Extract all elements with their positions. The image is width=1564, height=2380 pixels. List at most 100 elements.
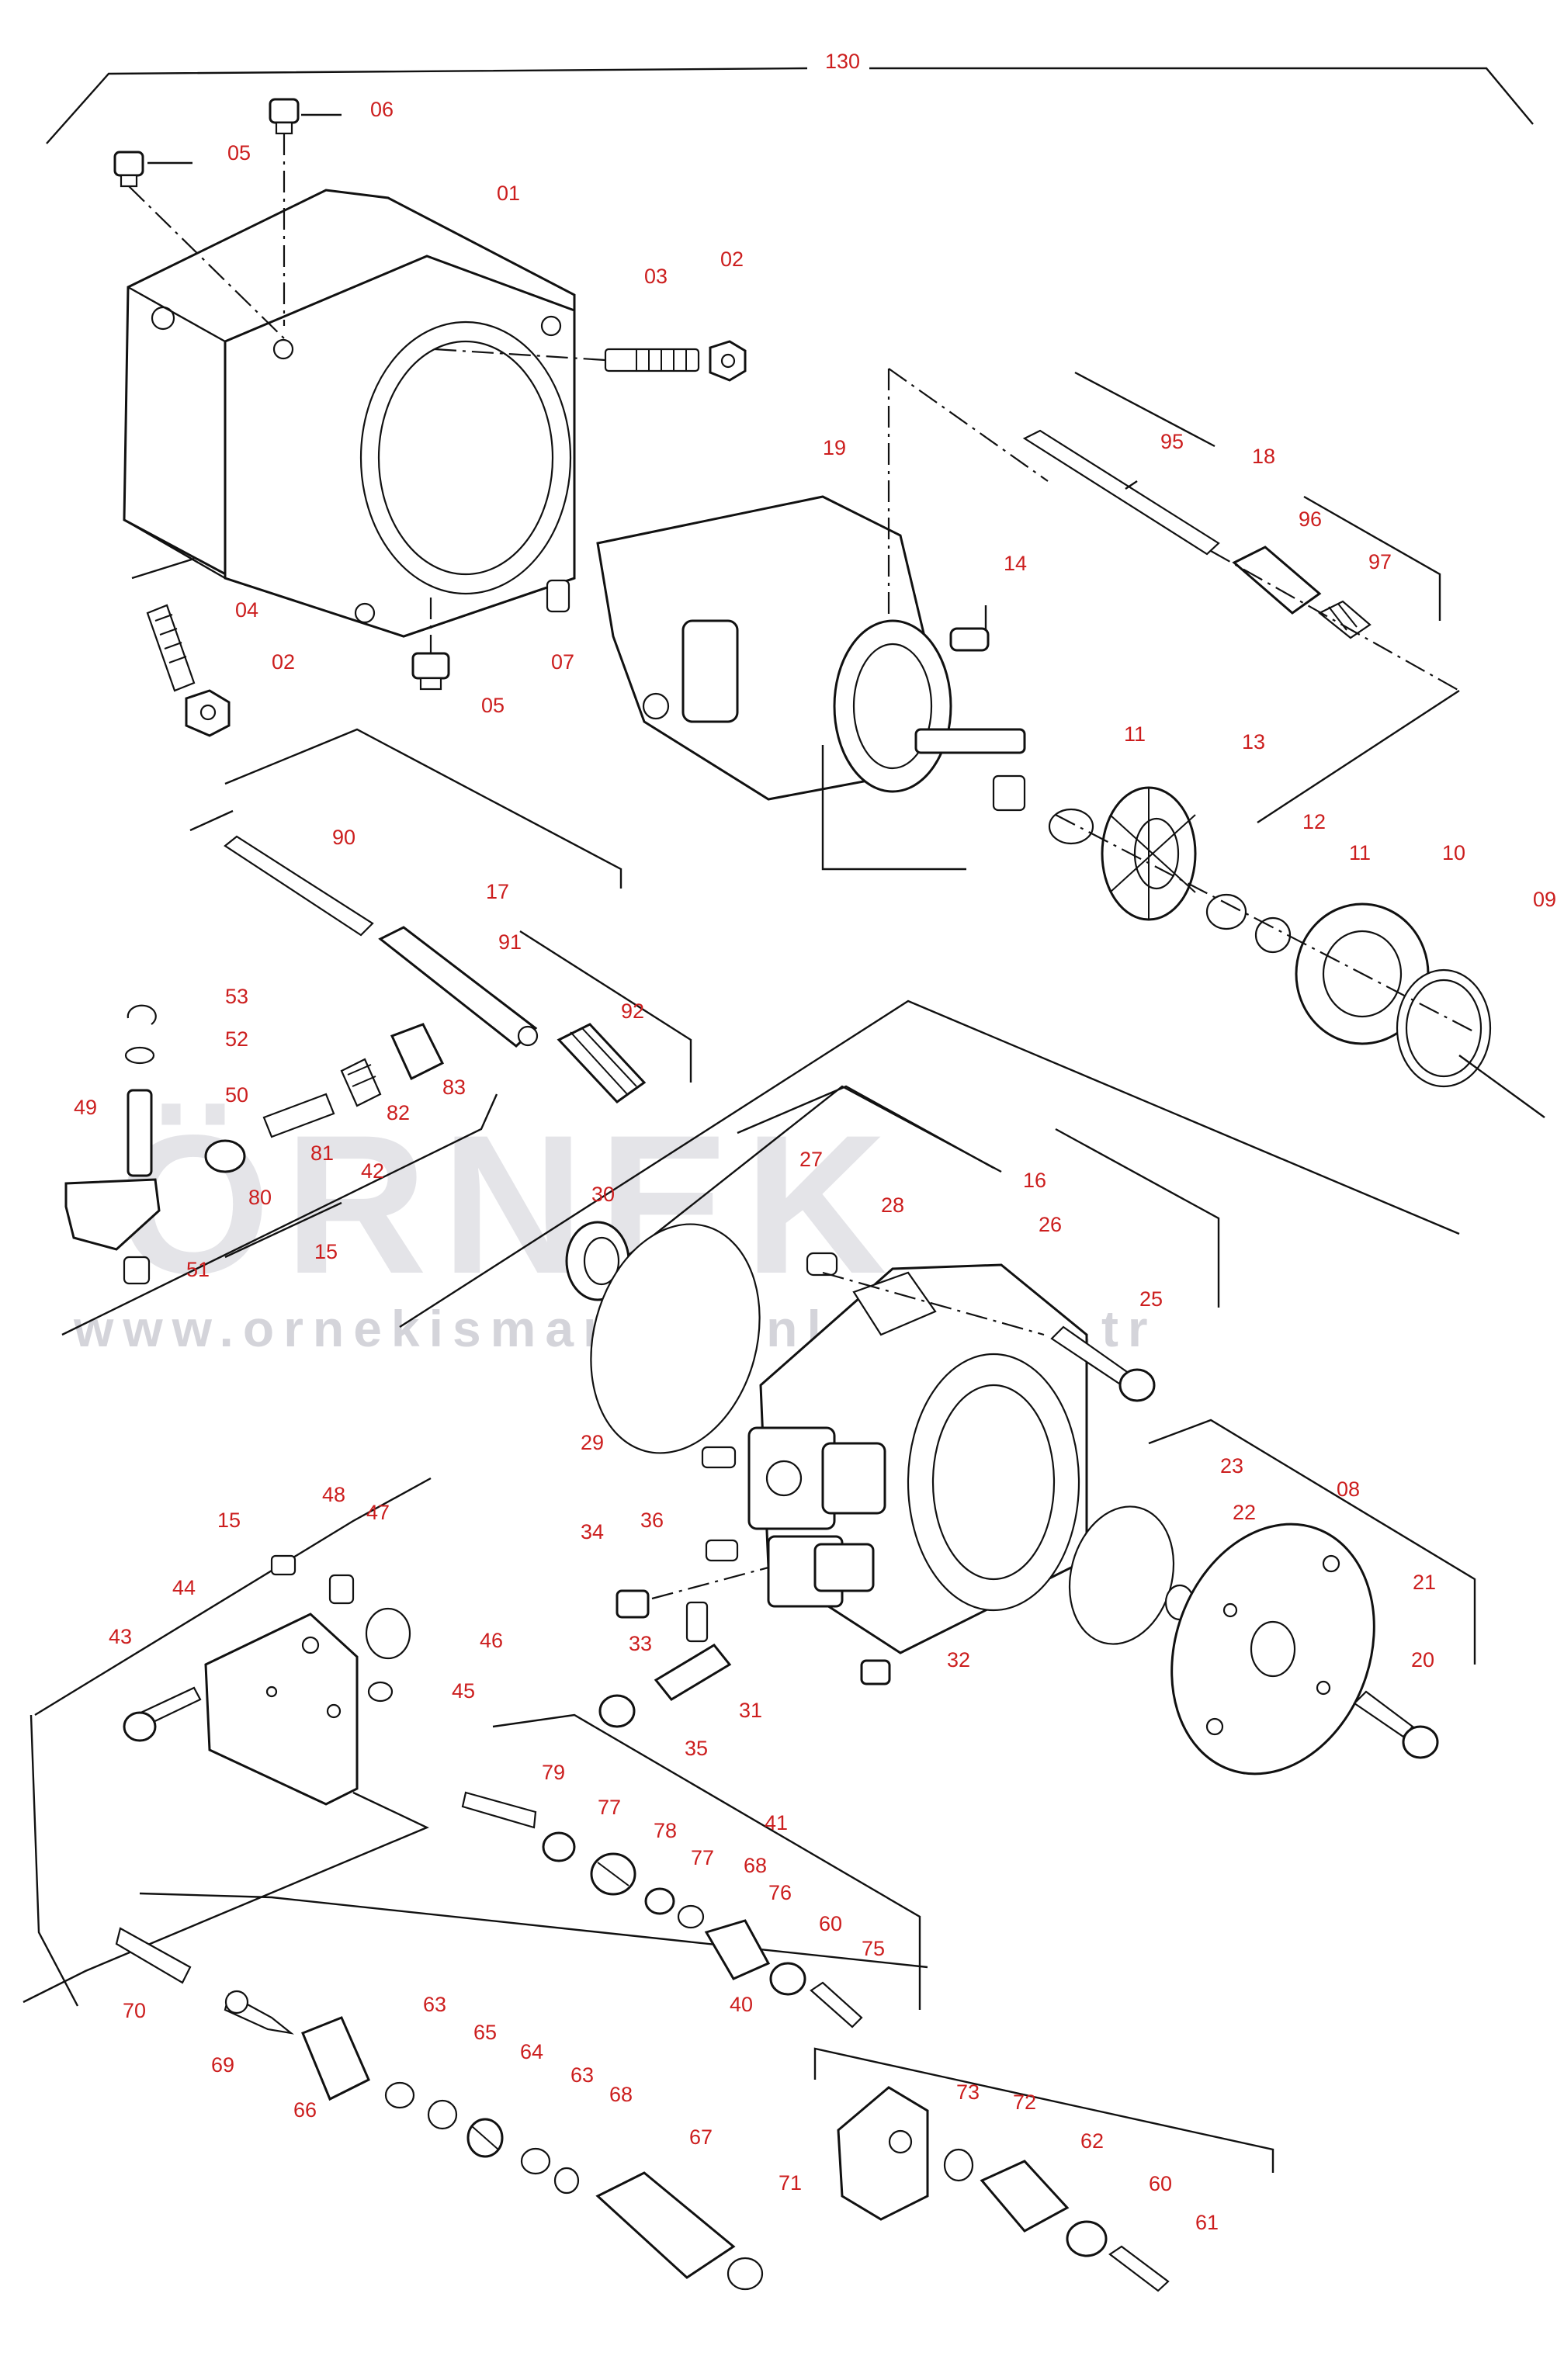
label-19: 19: [823, 436, 846, 459]
label-34: 34: [581, 1520, 604, 1543]
bolt-25: [1050, 1325, 1156, 1402]
label-29: 29: [581, 1431, 604, 1454]
label-05b: 05: [481, 694, 505, 717]
bracket-15b-top: [34, 1477, 432, 1717]
block-73: [837, 2086, 929, 2221]
label-33: 33: [629, 1632, 652, 1655]
bracket-15b: [29, 1714, 79, 2007]
o-ring-72: [943, 2148, 974, 2182]
pin-47: [328, 1574, 355, 1605]
label-48: 48: [322, 1483, 345, 1506]
label-61: 61: [1195, 2211, 1219, 2234]
label-42: 42: [361, 1159, 384, 1183]
o-ring-68a: [677, 1904, 705, 1929]
label-35: 35: [685, 1737, 708, 1760]
label-75: 75: [862, 1937, 885, 1960]
nut-60a: [769, 1962, 806, 1996]
label-07: 07: [551, 650, 574, 674]
label-78: 78: [654, 1819, 677, 1842]
label-71: 71: [779, 2171, 802, 2195]
bracket-41: [492, 1713, 921, 2010]
bracket-swash: [1257, 689, 1460, 824]
label-11b: 11: [1349, 841, 1371, 864]
label-65: 65: [473, 2021, 497, 2044]
label-60a: 60: [819, 1912, 842, 1935]
callout-labels: 130 06 05 01 03 02 95 18 19 96 97 04 02 …: [74, 50, 1556, 2234]
pin-29: [701, 1446, 737, 1469]
o-ring-71: [727, 2257, 764, 2291]
pin-28: [806, 1252, 838, 1277]
spool-70: [115, 1927, 192, 1984]
stud-04: [146, 604, 196, 692]
bracket-26: [1055, 1128, 1220, 1308]
pin-07: [546, 579, 570, 613]
plug-05-top: [113, 151, 144, 188]
label-97: 97: [1368, 550, 1392, 573]
label-09: 09: [1533, 888, 1556, 911]
fitting-76: [704, 1919, 771, 1980]
label-17: 17: [486, 880, 509, 903]
label-36: 36: [640, 1509, 664, 1532]
piston-rod-90: [224, 835, 374, 937]
bracket-17: [224, 728, 622, 889]
seat-77b: [644, 1887, 675, 1915]
bolt-43: [123, 1686, 202, 1742]
bracket-95: [1074, 371, 1215, 448]
label-41: 41: [765, 1811, 788, 1834]
o-ring-68b: [553, 2167, 580, 2195]
label-95: 95: [1160, 430, 1184, 453]
label-15a: 15: [314, 1240, 338, 1263]
label-80: 80: [248, 1186, 272, 1209]
label-83: 83: [442, 1076, 466, 1099]
bracket-130-left: [46, 67, 808, 144]
label-30: 30: [591, 1183, 615, 1206]
label-12: 12: [1302, 810, 1326, 833]
label-20: 20: [1411, 1648, 1434, 1672]
label-52: 52: [225, 1027, 248, 1051]
port-housing-26: [747, 1263, 1088, 1654]
label-31: 31: [739, 1699, 762, 1722]
label-130: 130: [825, 50, 860, 73]
bracket-40: [23, 1791, 429, 2004]
label-08: 08: [1337, 1478, 1360, 1501]
label-15b: 15: [217, 1509, 241, 1532]
bushing-51: [123, 1256, 151, 1285]
label-18: 18: [1252, 445, 1275, 468]
sleeve-83: [390, 1023, 445, 1081]
label-45: 45: [452, 1679, 475, 1703]
part-65: [427, 2099, 458, 2130]
label-76: 76: [768, 1881, 792, 1904]
label-68b: 68: [609, 2083, 633, 2106]
snap-ring-09: [1396, 968, 1492, 1088]
label-73: 73: [956, 2080, 980, 2104]
bracket-68: [139, 1892, 928, 1969]
label-26: 26: [1039, 1213, 1062, 1236]
label-21: 21: [1413, 1571, 1436, 1594]
label-44: 44: [172, 1576, 196, 1599]
label-91: 91: [498, 930, 522, 954]
label-70: 70: [123, 1999, 146, 2022]
ring-12: [1205, 893, 1247, 930]
sleeve-96: [1232, 546, 1322, 615]
rotary-group-19: [596, 495, 1026, 812]
label-72: 72: [1013, 2091, 1036, 2114]
housing-01: [123, 189, 576, 638]
label-68a: 68: [744, 1854, 767, 1877]
label-82: 82: [387, 1101, 410, 1124]
label-43: 43: [109, 1625, 132, 1648]
label-69: 69: [211, 2053, 234, 2077]
bracket-80: [224, 1201, 342, 1259]
label-22: 22: [1233, 1501, 1256, 1524]
spring-64: [466, 2118, 504, 2158]
bolt-20: [1353, 1690, 1439, 1759]
label-28: 28: [881, 1193, 904, 1217]
spring-97: [1317, 600, 1372, 639]
valve-cartridge-67: [595, 2171, 736, 2279]
label-66: 66: [293, 2098, 317, 2122]
label-63a: 63: [423, 1993, 446, 2016]
label-03: 03: [644, 265, 668, 288]
label-47: 47: [366, 1501, 390, 1524]
bracket-08: [1148, 1419, 1476, 1665]
screw-61: [1108, 2245, 1170, 2292]
